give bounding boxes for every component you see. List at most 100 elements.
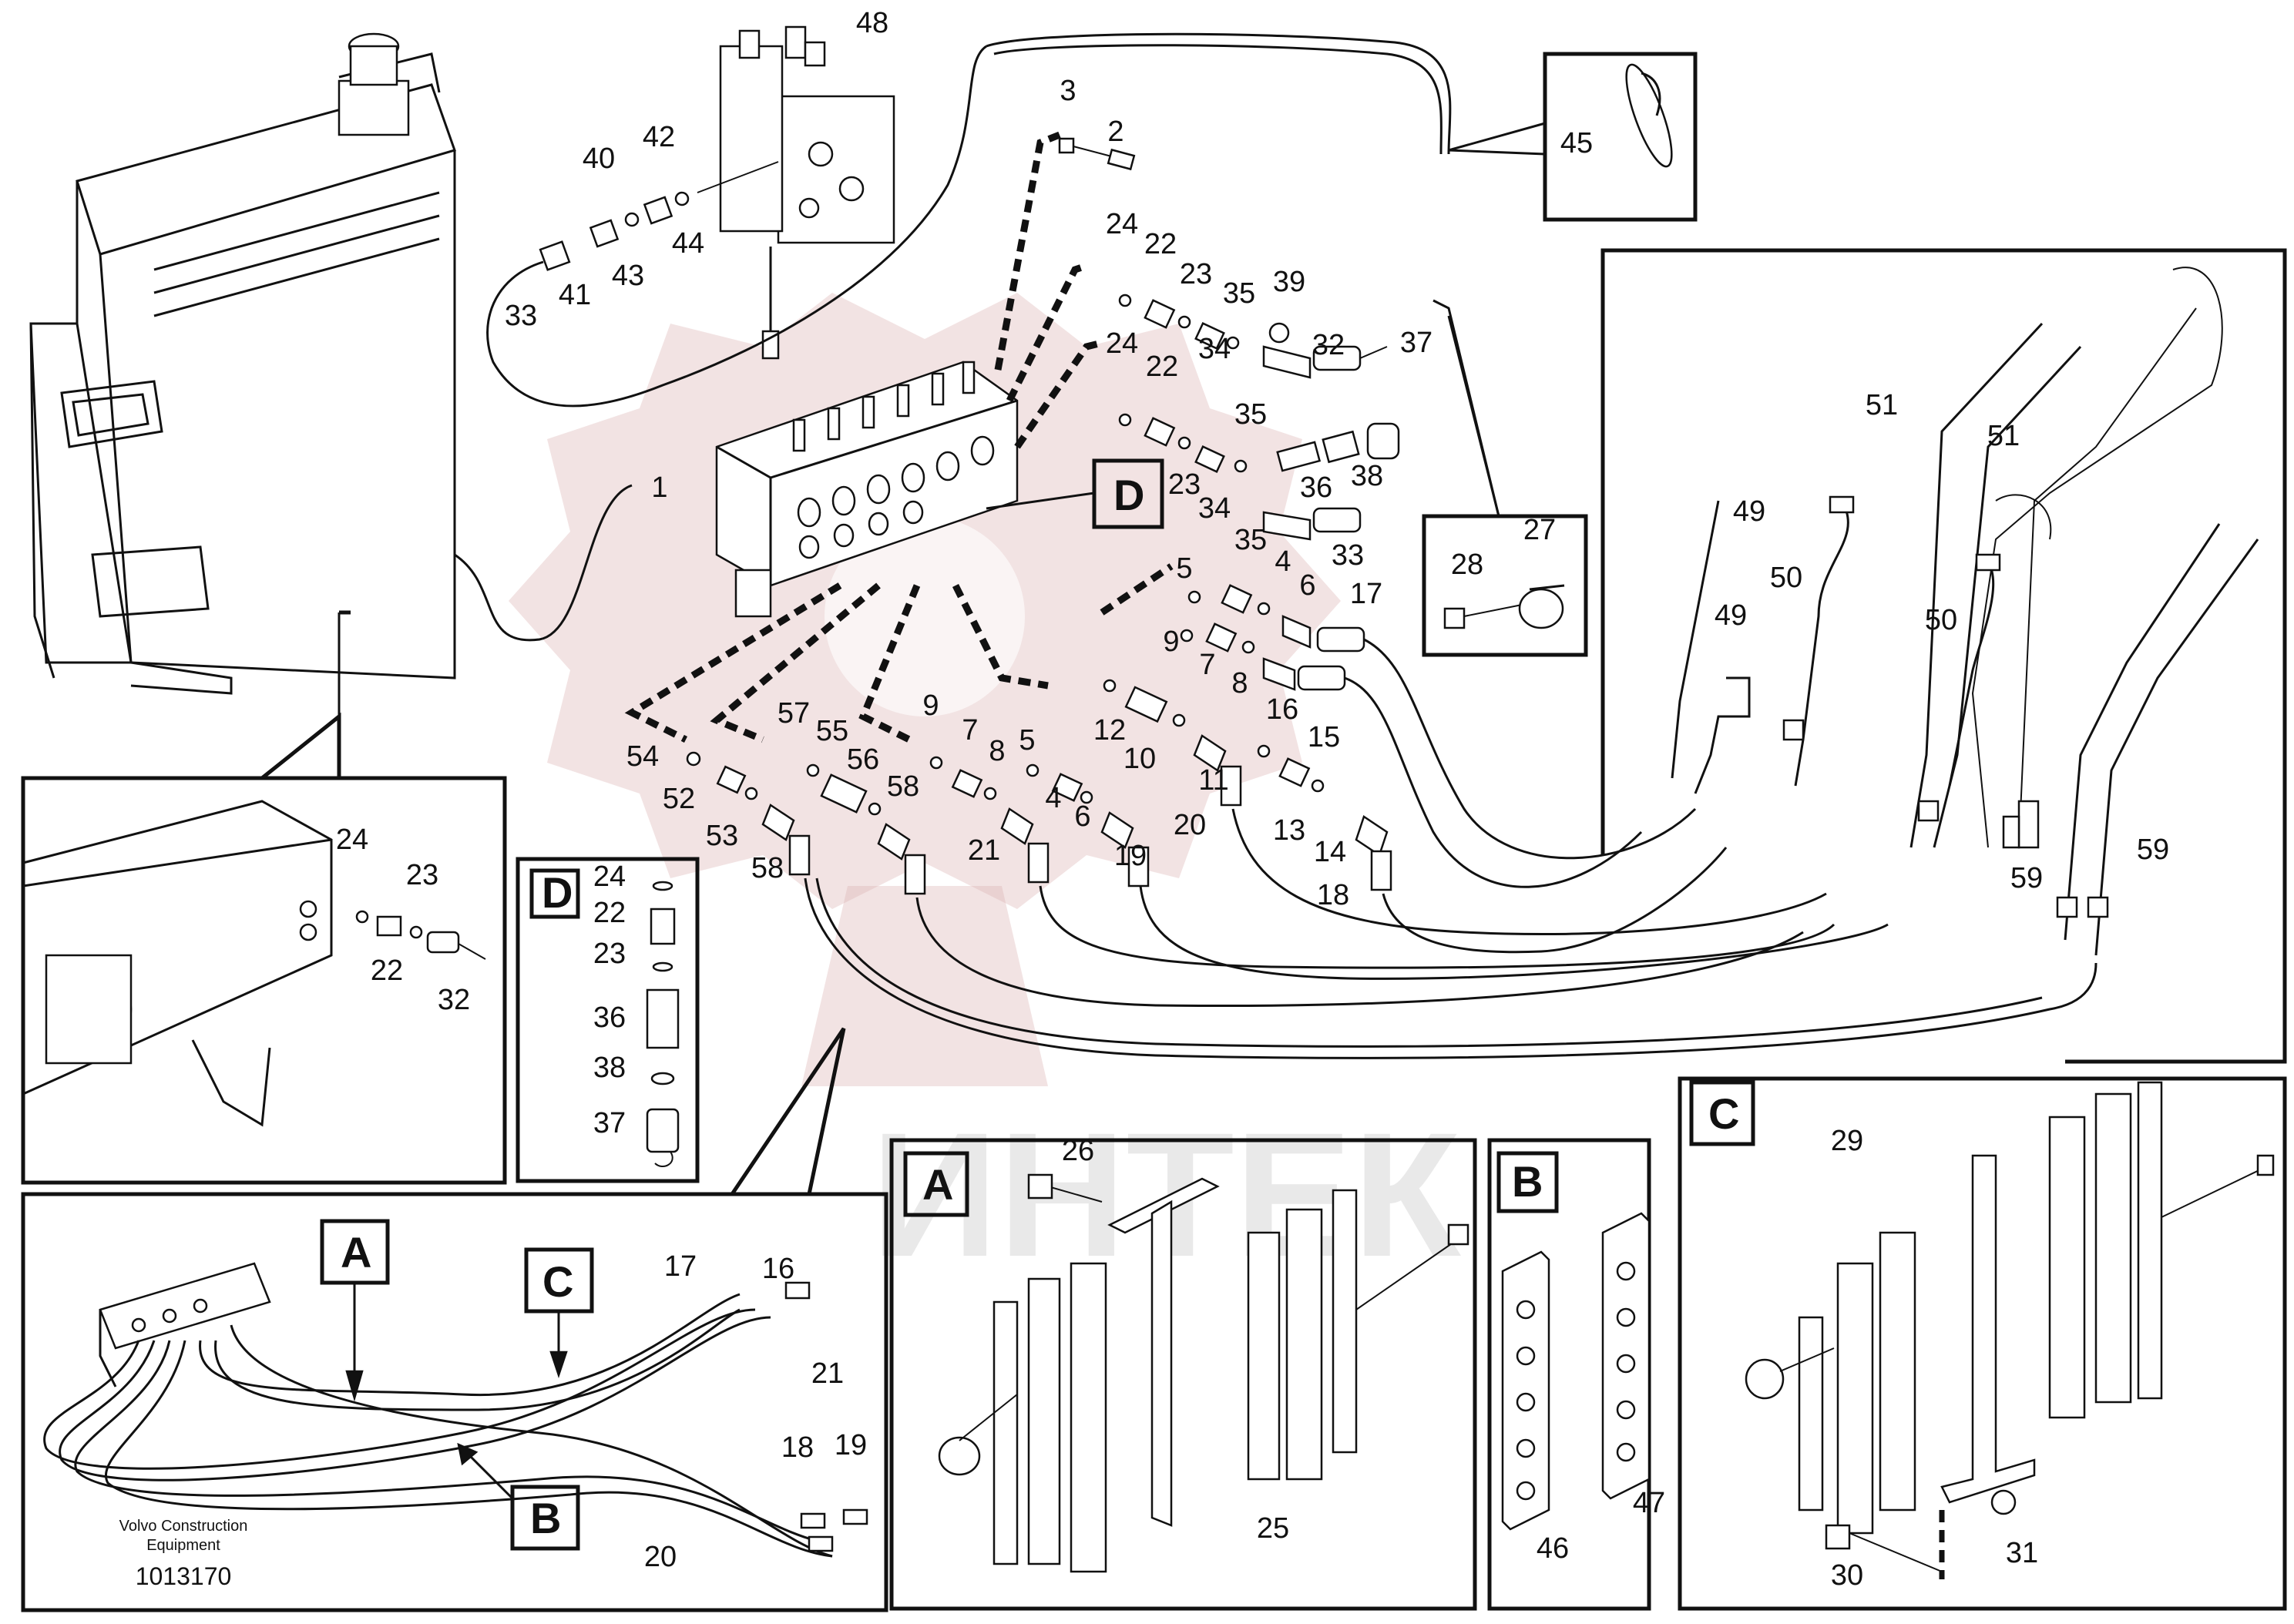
callout-valve-lines-20: 20 (1174, 809, 1206, 841)
callout-valve-lines-14: 14 (1314, 836, 1346, 868)
callout-valve-lines-16: 16 (1266, 693, 1298, 726)
callout-inset-d-37: 37 (593, 1107, 626, 1139)
callout-valve-lines-8: 8 (1231, 667, 1248, 700)
callout-valve-top-34: 34 (1198, 492, 1231, 525)
inset-routing: A C B Volvo Construction Equipment 10131… (21, 1027, 888, 1612)
callout-right-panel-49: 49 (1733, 495, 1765, 528)
callout-valve-top-2: 2 (1107, 116, 1123, 148)
fitting-chain-middle (1103, 584, 1392, 891)
callout-right-panel-59: 59 (2010, 862, 2043, 894)
inset-tank-side (21, 612, 507, 1185)
callout-inset-bottom-16: 16 (762, 1253, 794, 1285)
detail-box-a: A (889, 1138, 1477, 1611)
boom-outline (1971, 267, 2223, 849)
callout-tank-43: 43 (612, 260, 644, 292)
callout-inset-d-36: 36 (593, 1002, 626, 1034)
detail-box-b: B (1487, 1138, 1651, 1611)
callout-valve-lines-8: 8 (989, 735, 1005, 767)
callout-valve-top-24: 24 (1106, 327, 1138, 360)
callout-valve-top-3: 3 (1060, 75, 1076, 107)
callout-valve-lines-7: 7 (1199, 649, 1215, 681)
callout-inset-d-24: 24 (593, 861, 626, 893)
callout-tank-40: 40 (583, 143, 615, 175)
callout-valve-lines-53: 53 (706, 820, 738, 852)
callout-tank-44: 44 (672, 227, 704, 260)
box-27-28 (1422, 299, 1588, 657)
callout-valve-lines-19: 19 (1114, 840, 1147, 872)
callout-valve-top-35: 35 (1234, 398, 1267, 431)
callout-valve-lines-9: 9 (1163, 626, 1179, 658)
callout-box-b-46: 46 (1537, 1532, 1569, 1565)
callout-small-boxes-28: 28 (1451, 549, 1483, 581)
callout-inset-left-24: 24 (336, 824, 368, 856)
box-d-main: D (986, 458, 1164, 529)
routing-box-a: A (320, 1219, 390, 1402)
callout-valve-top-34: 34 (1198, 333, 1231, 365)
callout-valve-lines-5: 5 (1176, 552, 1192, 585)
callout-inset-d-38: 38 (593, 1052, 626, 1084)
box-d-inset-label: D (542, 868, 573, 917)
routing-box-c: C (524, 1247, 594, 1378)
fitting-chain-top (1058, 137, 1400, 541)
callout-right-panel-50: 50 (1770, 562, 1802, 594)
callout-valve-lines-17: 17 (1350, 578, 1382, 610)
box-a-detail-label: A (922, 1160, 953, 1209)
callout-box-a-25: 25 (1257, 1512, 1289, 1545)
valve-ports (797, 435, 995, 559)
callout-valve-lines-4: 4 (1275, 545, 1291, 578)
callout-valve-top-23: 23 (1180, 258, 1212, 290)
callout-valve-lines-58: 58 (751, 852, 784, 884)
callout-valve-top-35: 35 (1223, 277, 1255, 310)
drawing-number: 1013170 (136, 1562, 232, 1590)
callout-inset-bottom-17: 17 (664, 1250, 697, 1283)
main-control-valve (715, 361, 1019, 618)
valve-spools (792, 361, 976, 452)
routing-box-b: B (457, 1442, 580, 1551)
inset-d-detail: D (516, 857, 700, 1183)
callout-right-panel-51: 51 (1866, 389, 1898, 421)
hydraulic-tank (29, 32, 456, 695)
mini-hoses (43, 1293, 833, 1558)
callout-valve-lines-7: 7 (962, 714, 978, 747)
callout-valve-lines-5: 5 (1019, 724, 1035, 757)
callout-valve-top-22: 22 (1146, 351, 1178, 383)
box-c-small-label: C (542, 1257, 573, 1306)
callout-valve-top-35: 35 (1234, 524, 1267, 556)
brand-line-2: Equipment (146, 1537, 220, 1554)
callout-valve-lines-55: 55 (816, 715, 848, 747)
callout-small-boxes-27: 27 (1523, 514, 1556, 546)
right-panel (1600, 248, 2287, 1064)
callout-box-b-47: 47 (1633, 1487, 1665, 1519)
callout-tank-42: 42 (643, 121, 675, 153)
callout-valve-lines-57: 57 (778, 697, 810, 730)
callout-right-panel-49: 49 (1715, 599, 1747, 632)
callout-valve-top-32: 32 (1312, 329, 1345, 361)
dashed-leaders (624, 131, 1174, 743)
callout-box-c-31: 31 (2006, 1537, 2038, 1569)
callout-tank-41: 41 (559, 279, 591, 311)
callout-valve-lines-6: 6 (1299, 569, 1315, 602)
callout-right-panel-50: 50 (1925, 604, 1957, 636)
hose-runs (804, 638, 2098, 1059)
callout-box-a-26: 26 (1062, 1135, 1094, 1167)
callout-inset-d-22: 22 (593, 897, 626, 929)
callout-valve-lines-6: 6 (1074, 800, 1090, 833)
callout-valve-lines-52: 52 (663, 783, 695, 815)
callout-inset-left-32: 32 (438, 984, 470, 1016)
callout-valve-lines-11: 11 (1198, 764, 1228, 797)
callout-valve-lines-18: 18 (1317, 879, 1349, 911)
callout-inset-left-23: 23 (406, 859, 438, 891)
callout-valve-lines-9: 9 (922, 690, 939, 722)
callout-right-panel-51: 51 (1987, 420, 2020, 452)
callout-box-c-29: 29 (1831, 1125, 1863, 1157)
callout-valve-lines-15: 15 (1308, 721, 1340, 753)
brand-line-1: Volvo Construction (119, 1518, 248, 1535)
callout-inset-d-23: 23 (593, 938, 626, 970)
callout-valve-lines-4: 4 (1045, 782, 1061, 814)
callout-valve-top-1: 1 (651, 471, 667, 504)
callout-valve-top-37: 37 (1400, 327, 1432, 359)
callout-tank-33: 33 (505, 300, 537, 332)
